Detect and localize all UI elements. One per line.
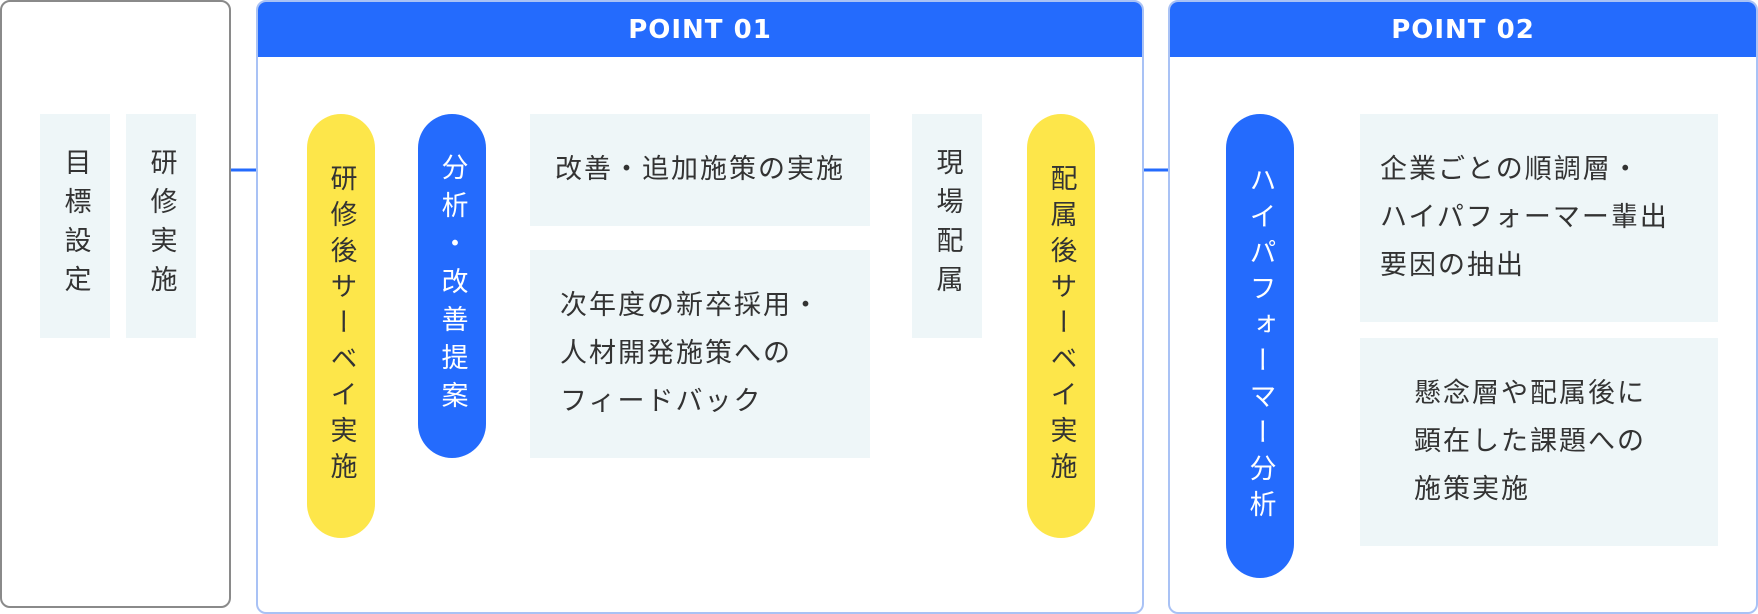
step-post-training-survey: 研修後サーベイ実施: [307, 114, 375, 538]
feedback-line-2: 人材開発施策への: [560, 338, 792, 369]
step-improvement: 改善・追加施策の実施: [530, 114, 870, 226]
step-training: 研修実施: [126, 114, 196, 338]
point-02-title: POINT 02: [1391, 14, 1535, 45]
step-goal-setting: 目標設定: [40, 114, 110, 338]
extraction-line-1: 企業ごとの順調層・: [1380, 154, 1641, 185]
pre-phase-frame: [0, 0, 231, 608]
step-feedback: 次年度の新卒採用・ 人材開発施策への フィードバック: [530, 250, 870, 458]
concern-line-3: 施策実施: [1414, 474, 1530, 505]
point-01-header: POINT 01: [258, 2, 1142, 57]
goal-setting-label: 目標設定: [59, 148, 91, 304]
concern-line-2: 顕在した課題への: [1414, 426, 1646, 457]
point-02-header: POINT 02: [1170, 2, 1756, 57]
post-training-survey-label: 研修後サーベイ実施: [325, 164, 357, 488]
post-assignment-survey-label: 配属後サーベイ実施: [1045, 164, 1077, 488]
step-high-performer-analysis: ハイパフォーマー分析: [1226, 114, 1294, 578]
analysis-label: 分析・改善提案: [436, 153, 468, 419]
improvement-label: 改善・追加施策の実施: [555, 154, 845, 185]
high-performer-analysis-label: ハイパフォーマー分析: [1244, 166, 1276, 526]
step-post-assignment-survey: 配属後サーベイ実施: [1027, 114, 1095, 538]
step-concern-measures: 懸念層や配属後に 顕在した課題への 施策実施: [1360, 338, 1718, 546]
extraction-line-3: 要因の抽出: [1380, 250, 1525, 281]
feedback-line-3: フィードバック: [560, 386, 763, 417]
feedback-line-1: 次年度の新卒採用・: [560, 290, 821, 321]
step-analysis: 分析・改善提案: [418, 114, 486, 458]
assignment-label: 現場配属: [931, 148, 963, 304]
training-label: 研修実施: [145, 148, 177, 304]
concern-line-1: 懸念層や配属後に: [1414, 378, 1646, 409]
point-01-title: POINT 01: [628, 14, 772, 45]
step-extraction: 企業ごとの順調層・ ハイパフォーマー輩出 要因の抽出: [1360, 114, 1718, 322]
extraction-line-2: ハイパフォーマー輩出: [1380, 202, 1669, 233]
step-assignment: 現場配属: [912, 114, 982, 338]
